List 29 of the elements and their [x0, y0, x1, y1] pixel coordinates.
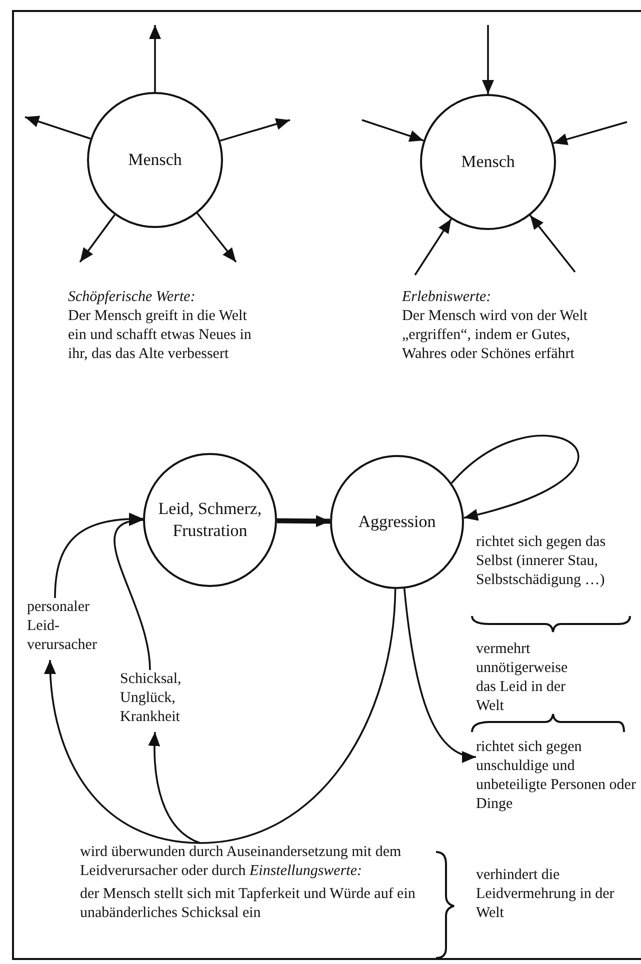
arrow — [414, 218, 452, 276]
flow-text: personaler Leid-verursacher — [27, 598, 119, 655]
flow-text: der Mensch stellt sich mit Tapferkeit und Würde auf ein unabänderliches Schicksal ein — [80, 885, 416, 923]
caption-text: richtet sich gegen das Selbst (innerer Stau, Selbstschädigung …) — [476, 533, 607, 590]
caption-heading: Erlebniswerte: — [402, 288, 492, 307]
arrow — [220, 118, 290, 142]
arrow — [24, 116, 91, 140]
arrow — [149, 25, 161, 92]
arrow — [196, 212, 237, 263]
annotation-text: verhindert die Leidvermehrung in der Welt — [476, 866, 616, 923]
arrow — [482, 25, 494, 94]
annotation-text: vermehrt unnötigerweise das Leid in der Welt — [476, 640, 569, 716]
arrow — [403, 588, 476, 762]
caption-heading: Schöpferische Werte: — [68, 288, 196, 307]
caption-text: Der Mensch greift in die Welt ein und schafft etwas Neues in ihr, das das Alte verbessert — [68, 307, 252, 364]
flow-text: richtet sich gegen unschuldige und unbeteiligte Personen oder Dinge — [476, 738, 638, 814]
flow-text: Schicksal, Unglück, Krankheit — [120, 670, 208, 727]
loop-arrow — [450, 434, 579, 520]
arrow — [553, 121, 628, 146]
arrow — [276, 515, 330, 528]
arrow — [148, 732, 200, 844]
flow-text: wird überwunden durch Auseinandersetzung mit dem Leidverursacher oder durch Einstellungswerte: — [80, 843, 402, 881]
arrow — [362, 119, 424, 142]
arrow — [529, 214, 576, 273]
arrow — [54, 513, 144, 598]
arrow — [79, 214, 116, 263]
caption-text: Der Mensch wird von der Welt „ergriffen“, indem er Gutes, Wahres oder Schönes erfährt — [402, 307, 589, 364]
arrow — [114, 516, 151, 670]
arrow — [44, 660, 200, 844]
